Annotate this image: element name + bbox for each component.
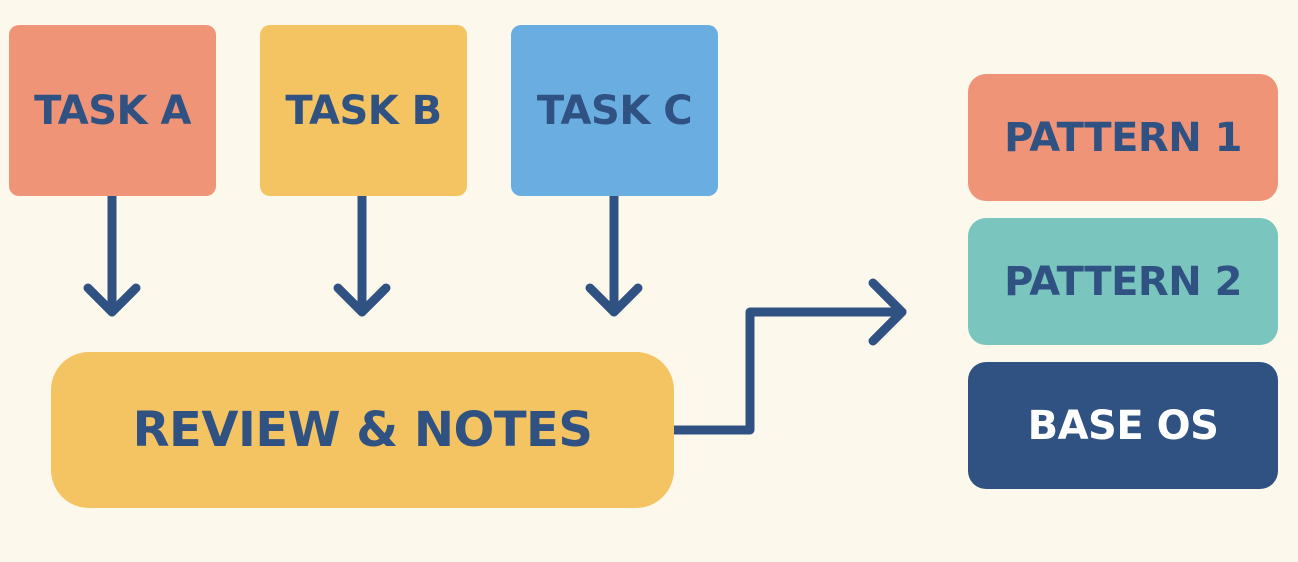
base-os-box: BASE OS [968, 362, 1278, 489]
pattern-1-label: PATTERN 1 [1004, 114, 1242, 161]
pattern-1-box: PATTERN 1 [968, 74, 1278, 201]
review-notes-label: REVIEW & NOTES [132, 402, 593, 458]
task-a-box: TASK A [9, 25, 216, 196]
arrow-task-b-to-review [333, 191, 391, 317]
task-b-label: TASK B [285, 87, 442, 134]
pattern-2-label: PATTERN 2 [1004, 258, 1242, 305]
arrow-task-a-to-review [83, 191, 141, 317]
task-c-label: TASK C [536, 87, 693, 134]
review-notes-box: REVIEW & NOTES [51, 352, 674, 508]
base-os-label: BASE OS [1027, 402, 1219, 449]
task-b-box: TASK B [260, 25, 467, 196]
arrow-review-to-patterns [669, 278, 907, 435]
pattern-2-box: PATTERN 2 [968, 218, 1278, 345]
arrow-task-c-to-review [585, 191, 643, 317]
task-a-label: TASK A [34, 87, 191, 134]
task-c-box: TASK C [511, 25, 718, 196]
